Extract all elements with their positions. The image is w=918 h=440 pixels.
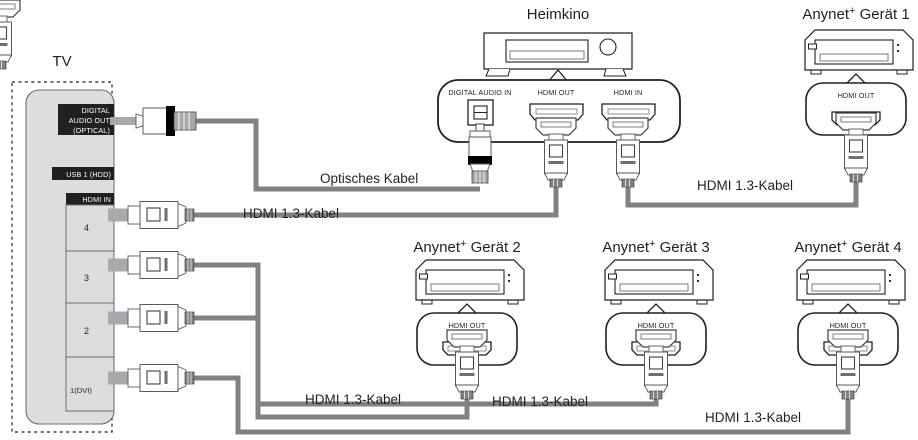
anynet3-port-label: HDMI OUT [638, 321, 675, 330]
svg-text:Anynet+ Gerät 4: Anynet+ Gerät 4 [794, 238, 901, 256]
anynet2-title-suffix: Gerät 2 [466, 239, 520, 256]
tv-label-usb: USB 1 (HDD) [52, 167, 114, 180]
anynet4-port-label: HDMI OUT [830, 321, 867, 330]
anynet4-title-prefix: Anynet [794, 239, 842, 256]
cable-paths [178, 118, 859, 435]
tv-title: TV [52, 53, 71, 70]
label-hdmi-dev3: HDMI 1.3-Kabel [492, 394, 588, 409]
svg-text:USB 1 (HDD): USB 1 (HDD) [66, 170, 111, 179]
svg-text:Anynet+ Gerät 3: Anynet+ Gerät 3 [602, 238, 709, 256]
anynet3-title-prefix: Anynet [602, 239, 650, 256]
hdmi-connectors-tv [107, 200, 195, 393]
anynet2-port-label: HDMI OUT [449, 321, 486, 330]
hdmi-connector-tv-4 [0, 0, 21, 70]
hdmi-plug-heimkino-in [607, 117, 649, 188]
anynet3-title-suffix: Gerät 3 [655, 239, 709, 256]
svg-text:HDMI IN: HDMI IN [82, 195, 111, 204]
heimkino-port-label-0: DIGITAL AUDIO IN [448, 88, 511, 97]
cable-labels: Optisches Kabel HDMI 1.3-Kabel HDMI 1.3-… [243, 171, 801, 425]
anynet1-title-sup: + [849, 5, 855, 17]
tv-dashed-boundary [11, 81, 113, 433]
anynet1-title-prefix: Anynet [802, 6, 850, 23]
optical-connector-tv [110, 106, 197, 136]
anynet2-title-sup: + [460, 238, 466, 250]
heimkino-port-label-1: HDMI OUT [538, 88, 575, 97]
cable-hdmi-tv1-dev4 [180, 375, 851, 435]
tv-hdmi-label-1: 1(DVI) [70, 386, 92, 395]
heimkino-title: Heimkino [527, 6, 590, 23]
anynet3-title-sup: + [649, 238, 655, 250]
cable-optical [178, 118, 480, 192]
label-hdmi-dev2: HDMI 1.3-Kabel [305, 392, 401, 407]
svg-text:DIGITAL: DIGITAL [82, 106, 110, 115]
hdmi-plug-heimkino-out [535, 117, 577, 188]
tv-hdmi-label-3: 3 [84, 273, 89, 283]
label-hdmi-dev4: HDMI 1.3-Kabel [705, 410, 801, 425]
tv-label-hdmi-in: HDMI IN [66, 193, 114, 205]
hdmi-plug-anynet-1 [835, 112, 877, 183]
tv-hdmi-port-cells [65, 204, 115, 412]
label-hdmi-tv-heimkino: HDMI 1.3-Kabel [243, 206, 339, 221]
tv-label-digital-audio-out: DIGITAL AUDIO OUT (OPTICAL) [58, 104, 114, 135]
svg-text:(OPTICAL): (OPTICAL) [73, 126, 110, 135]
tv-group: TV DIGITAL AUDIO OUT (OPTICAL) USB 1 (HD… [11, 53, 115, 433]
cable-hdmi-tv4-heimkino [180, 182, 559, 218]
device-anynet-4: Anynet+ Gerät 4 HDMI OUT [794, 238, 906, 366]
anynet1-port-label: HDMI OUT [838, 91, 875, 100]
device-anynet-2: Anynet+ Gerät 2 HDMI OUT [413, 238, 525, 366]
anynet4-title-sup: + [841, 238, 847, 250]
device-anynet-3: Anynet+ Gerät 3 HDMI OUT [602, 238, 714, 366]
anynet1-title-suffix: Gerät 1 [855, 6, 909, 23]
heimkino-port-label-2: HDMI IN [614, 88, 643, 97]
cable-hdmi-tv3-dev2 [180, 262, 470, 420]
tv-hdmi-label-2: 2 [84, 326, 89, 336]
device-anynet-1: Anynet+ Gerät 1 HDMI OUT [802, 5, 914, 136]
label-hdmi-dev1-heimkino: HDMI 1.3-Kabel [697, 178, 793, 193]
optical-plug-heimkino [468, 123, 492, 184]
tv-hdmi-label-4: 4 [84, 223, 89, 233]
anynet4-title-suffix: Gerät 4 [847, 239, 901, 256]
svg-text:Anynet+ Gerät 1: Anynet+ Gerät 1 [802, 5, 909, 23]
svg-text:Anynet+ Gerät 2: Anynet+ Gerät 2 [413, 238, 520, 256]
cable-hdmi-dev1-heimkino [625, 178, 859, 208]
tv-panel [25, 89, 115, 425]
anynet2-title-prefix: Anynet [413, 239, 461, 256]
label-optical-cable: Optisches Kabel [320, 171, 418, 186]
svg-text:AUDIO OUT: AUDIO OUT [69, 116, 111, 125]
